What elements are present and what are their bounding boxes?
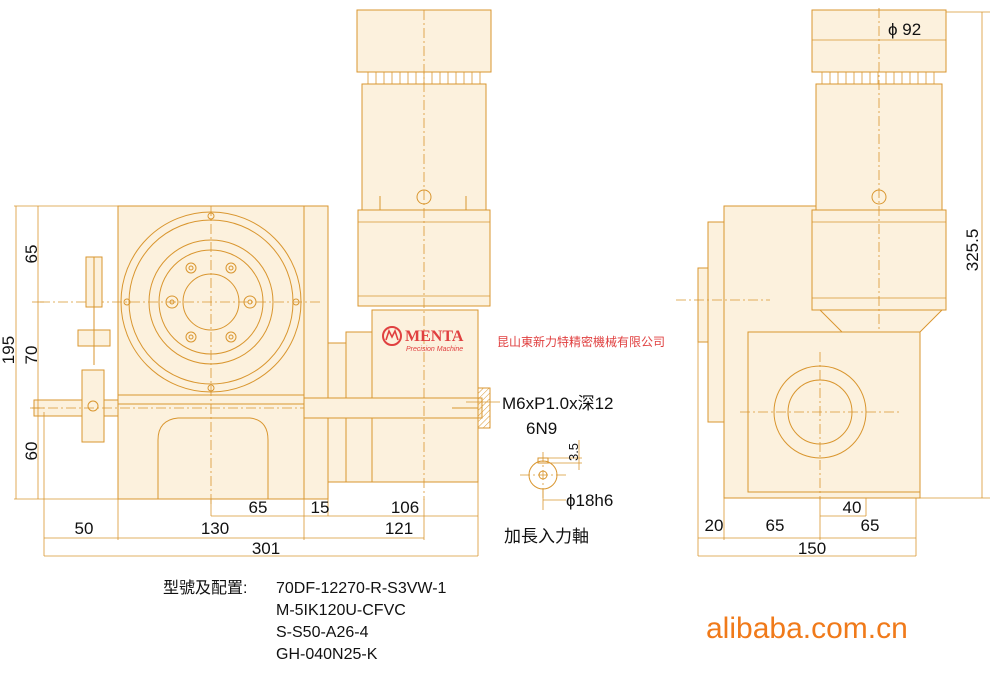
- dim-325: 325.5: [963, 229, 982, 272]
- dim-15: 15: [311, 498, 330, 517]
- dim-65-inner: 65: [249, 498, 268, 517]
- brand-name: MENTA: [405, 328, 464, 345]
- dim-301: 301: [252, 539, 280, 558]
- dim-70: 70: [22, 346, 41, 365]
- side-view: [676, 8, 947, 500]
- dim-20: 20: [705, 516, 724, 535]
- menta-logo-icon: [382, 326, 402, 346]
- dim-60: 60: [22, 442, 41, 461]
- key-spec: 6N9: [526, 419, 557, 438]
- dim-150: 150: [798, 539, 826, 558]
- dim-50: 50: [75, 519, 94, 538]
- dim-121: 121: [385, 519, 413, 538]
- base-cutout: [157, 417, 269, 499]
- dimension-labels: 65 70 60 195 65 15 106 50 130 121 301 M6…: [0, 20, 982, 558]
- dim-65-top: 65: [22, 245, 41, 264]
- dim-130: 130: [201, 519, 229, 538]
- spec-title: 型號及配置:: [163, 579, 247, 597]
- dim-195: 195: [0, 336, 18, 364]
- spec-line-3: S-S50-A26-4: [276, 624, 369, 641]
- alibaba-watermark: alibaba.com.cn: [706, 612, 908, 645]
- dim-40: 40: [843, 498, 862, 517]
- company-name: 昆山東新力特精密機械有限公司: [497, 334, 665, 349]
- dimension-lines: [14, 11, 990, 557]
- spec-line-2: M-5IK120U-CFVC: [276, 602, 406, 619]
- key-detail: [520, 440, 582, 510]
- reducer-housing: [371, 309, 479, 483]
- model-spec: 型號及配置: 70DF-12270-R-S3VW-1 M-5IK120U-CFV…: [163, 579, 447, 663]
- front-view: [30, 9, 582, 510]
- key-depth: 3.5: [566, 443, 581, 461]
- spec-line-4: GH-040N25-K: [276, 646, 378, 663]
- dim-65-side-a: 65: [766, 516, 785, 535]
- shaft-diameter: ϕ18h6: [566, 491, 613, 510]
- brand-tagline: Precision Machine: [406, 346, 463, 353]
- motor-diameter: ϕ 92: [888, 20, 921, 39]
- dim-106: 106: [391, 498, 419, 517]
- extended-shaft-label: 加長入力軸: [504, 527, 589, 546]
- dim-65-side-b: 65: [861, 516, 880, 535]
- spec-line-1: 70DF-12270-R-S3VW-1: [276, 580, 447, 597]
- company-logo: MENTA Precision Machine 昆山東新力特精密機械有限公司: [382, 326, 665, 353]
- housing-flange: [303, 205, 329, 500]
- thread-spec: M6xP1.0x深12: [502, 394, 614, 413]
